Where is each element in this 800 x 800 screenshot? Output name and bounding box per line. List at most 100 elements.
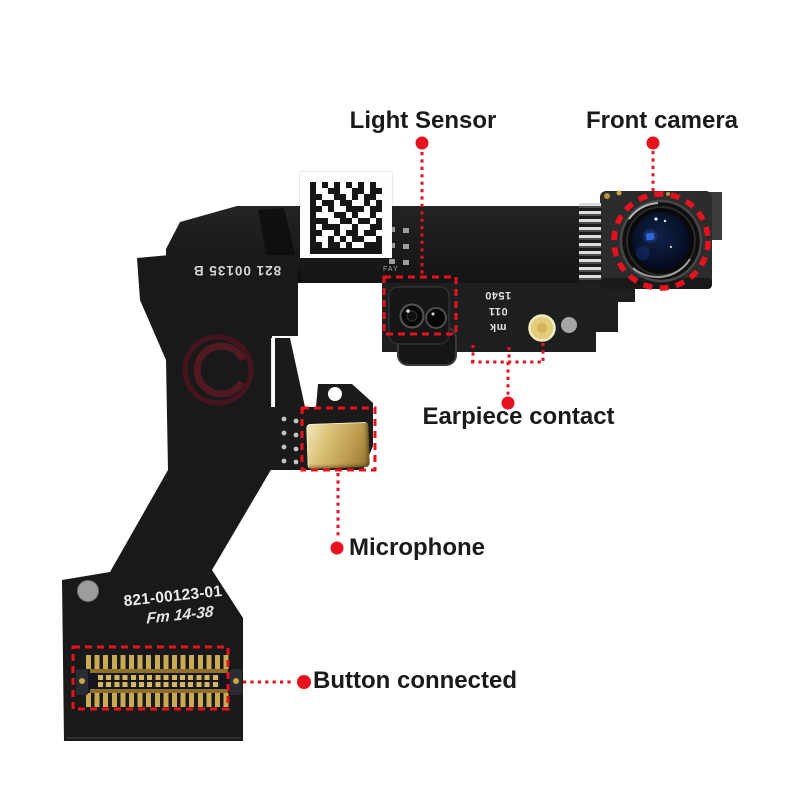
datamatrix-cell — [310, 248, 316, 254]
datamatrix-cell — [328, 200, 334, 206]
datamatrix-cell — [352, 224, 358, 230]
datamatrix-cell — [310, 194, 316, 200]
datamatrix-cell — [376, 200, 382, 206]
datamatrix-cell — [334, 224, 340, 230]
datamatrix-cell — [358, 188, 364, 194]
microphone-label: Microphone — [349, 534, 485, 561]
datamatrix-cell — [310, 242, 316, 248]
tiny-flex-label: FAY — [383, 266, 399, 273]
datamatrix-cell — [322, 182, 328, 188]
datamatrix-cell — [322, 200, 328, 206]
datamatrix-cell — [346, 206, 352, 212]
datamatrix-cell — [328, 224, 334, 230]
front-camera-dot — [646, 136, 660, 150]
datamatrix-cell — [328, 248, 334, 254]
datamatrix-cell — [334, 242, 340, 248]
datamatrix-cell — [310, 188, 316, 194]
mic-tab-hole — [328, 387, 342, 401]
datamatrix-cell — [370, 248, 376, 254]
datamatrix-cell — [376, 188, 382, 194]
datamatrix-cell — [310, 200, 316, 206]
datamatrix-cell — [328, 236, 334, 242]
datamatrix-cell — [346, 182, 352, 188]
datamatrix-cell — [346, 218, 352, 224]
datamatrix-cell — [310, 236, 316, 242]
datamatrix-cell — [316, 206, 322, 212]
datamatrix-cell — [334, 212, 340, 218]
datamatrix-cell — [340, 218, 346, 224]
connector-pad-row — [98, 675, 220, 680]
light-sensor-label: Light Sensor — [349, 107, 497, 134]
datamatrix-cell — [322, 224, 328, 230]
earpiece-dot — [501, 396, 515, 410]
datamatrix-cell — [334, 248, 340, 254]
datamatrix-cell — [352, 206, 358, 212]
connector-body — [88, 673, 230, 689]
datamatrix-cell — [370, 194, 376, 200]
datamatrix-cell — [310, 224, 316, 230]
datamatrix-cell — [376, 224, 382, 230]
camera-ribbon-stripes — [579, 203, 601, 283]
datamatrix-cell — [346, 248, 352, 254]
datamatrix-cell — [352, 212, 358, 218]
earpiece-contact-label: Earpiece contact — [422, 403, 615, 430]
datamatrix-cell — [316, 248, 322, 254]
datamatrix-cell — [316, 218, 322, 224]
light-sensor-highlight-box — [382, 275, 458, 336]
light-sensor-dot — [415, 136, 429, 150]
datamatrix-cell — [376, 242, 382, 248]
datamatrix-cell — [370, 230, 376, 236]
microphone-highlight-box — [300, 406, 377, 472]
connector-pad-row — [98, 682, 220, 687]
datamatrix-cell — [310, 206, 316, 212]
datamatrix-cell — [352, 188, 358, 194]
datamatrix-cell — [370, 206, 376, 212]
datamatrix-cell — [358, 206, 364, 212]
datamatrix-cell — [328, 188, 334, 194]
connector-teeth-top — [86, 655, 232, 669]
datamatrix-cell — [328, 206, 334, 212]
datamatrix-cell — [310, 182, 316, 188]
datamatrix-cell — [340, 194, 346, 200]
button-connector-highlight-box — [71, 645, 230, 711]
datamatrix-cell — [370, 182, 376, 188]
mic-strip — [275, 338, 305, 407]
connector-rail-top — [90, 669, 228, 673]
datamatrix-cell — [364, 242, 370, 248]
datamatrix-code — [310, 182, 382, 254]
button-connected-label: Button connected — [313, 667, 517, 694]
datamatrix-cell — [334, 182, 340, 188]
connector-endcap-left — [76, 669, 88, 695]
front-camera-highlight-circle — [611, 191, 711, 291]
connector-teeth-bottom — [86, 693, 232, 707]
light-sensor-housing — [388, 286, 450, 345]
solder-pads — [281, 416, 299, 465]
microphone-dot — [330, 541, 344, 555]
datamatrix-cell — [316, 242, 322, 248]
front-camera-lens — [619, 199, 703, 283]
datamatrix-cell — [376, 206, 382, 212]
earpiece-contact-dots — [528, 314, 577, 342]
datamatrix-cell — [376, 218, 382, 224]
screw-pad — [77, 580, 99, 602]
datamatrix-cell — [358, 248, 364, 254]
datamatrix-cell — [370, 188, 376, 194]
datamatrix-cell — [310, 218, 316, 224]
flex-ribbon-and-pad — [62, 255, 298, 741]
datamatrix-cell — [352, 230, 358, 236]
datamatrix-cell — [364, 194, 370, 200]
component-pads — [389, 227, 409, 265]
datamatrix-cell — [322, 248, 328, 254]
datamatrix-cell — [340, 212, 346, 218]
datamatrix-cell — [376, 248, 382, 254]
front-camera-label: Front camera — [585, 107, 739, 134]
button-dot — [297, 675, 311, 689]
datamatrix-cell — [358, 182, 364, 188]
datamatrix-cell — [364, 248, 370, 254]
datamatrix-cell — [376, 236, 382, 242]
datamatrix-cell — [358, 236, 364, 242]
datamatrix-cell — [334, 188, 340, 194]
datamatrix-cell — [310, 230, 316, 236]
board-connector — [76, 655, 242, 707]
